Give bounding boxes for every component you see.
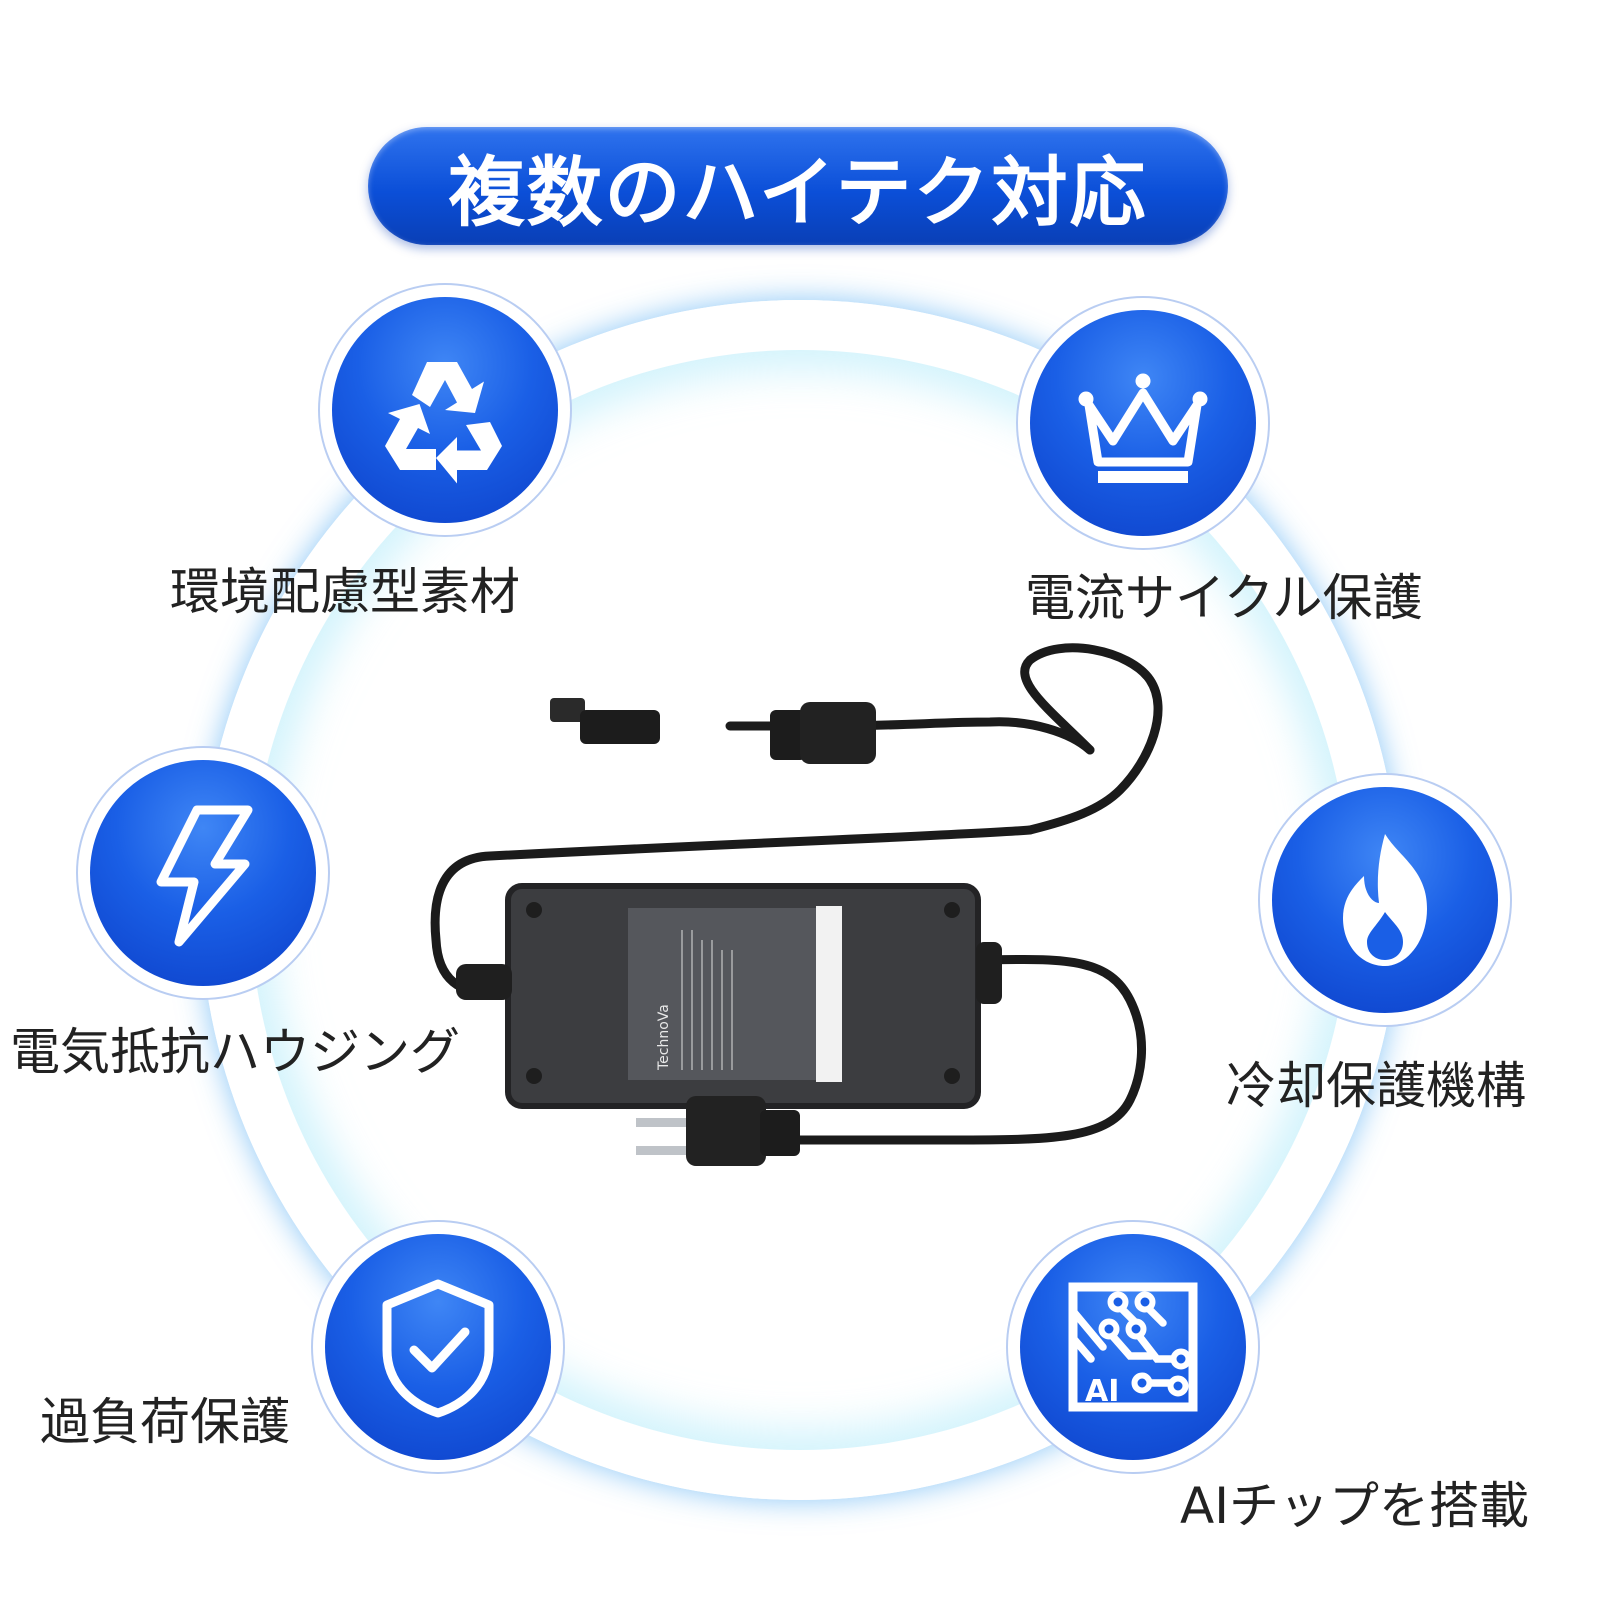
title-text: 複数のハイテク対応 (448, 148, 1148, 237)
feature-label-eco: 環境配慮型素材 (170, 563, 520, 621)
overload-badge (313, 1222, 563, 1472)
shield-check-icon (382, 1279, 494, 1418)
feature-label-resist: 電気抵抗ハウジング (10, 1023, 460, 1081)
crown-icon (1078, 373, 1208, 483)
ai-chip-icon: AI (1068, 1282, 1198, 1412)
recycle-icon (385, 362, 502, 484)
eco-badge (320, 285, 570, 535)
cycle-badge (1018, 298, 1268, 548)
lightning-bolt-icon (156, 805, 253, 947)
cool-badge (1260, 775, 1510, 1025)
flame-icon (1343, 834, 1427, 966)
adapter-brand-label: TechnoVa (656, 1004, 672, 1071)
power-adapter-image: TechnoVa (430, 643, 1163, 1166)
ai-badge: AI (1008, 1222, 1258, 1472)
feature-label-ai: AIチップを搭載 (1180, 1477, 1529, 1535)
feature-label-cycle: 電流サイクル保護 (1025, 569, 1423, 627)
feature-label-cool: 冷却保護機構 (1226, 1057, 1526, 1115)
resist-badge (78, 748, 328, 998)
svg-text:AI: AI (1085, 1374, 1119, 1409)
page-title: 複数のハイテク対応 (368, 127, 1228, 245)
feature-label-overload: 過負荷保護 (40, 1393, 290, 1451)
